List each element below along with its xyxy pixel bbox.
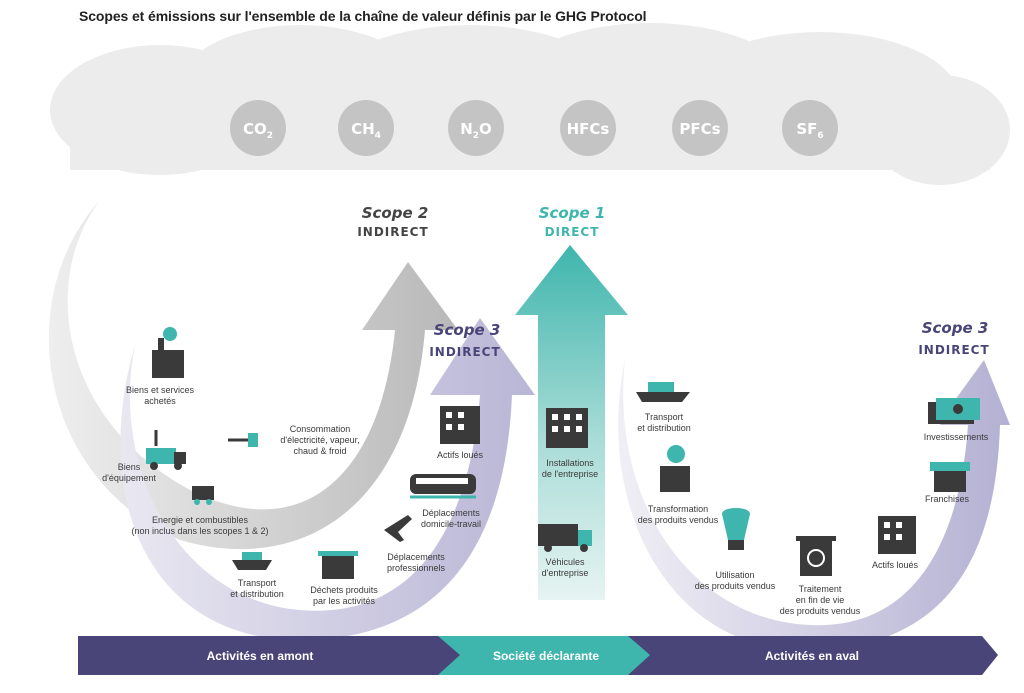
crane-truck-icon — [146, 430, 186, 470]
label-biens-equipement: Biens d'équipement — [102, 462, 156, 483]
rented-building-icon — [878, 516, 916, 554]
label-traitement: Traitement en fin de vie des produits ve… — [779, 584, 861, 616]
gas-0: CO2 — [230, 100, 286, 156]
band-company — [438, 636, 652, 675]
label-transport-downstream: Transport et distribution — [637, 412, 691, 433]
label-deplacements-domicile: Déplacements domicile-travail — [420, 508, 482, 529]
light-bulb-icon — [722, 508, 750, 550]
scope2-type: INDIRECT — [357, 225, 428, 239]
delivery-truck-icon — [538, 524, 592, 552]
money-icon — [928, 398, 980, 424]
gas-circle — [338, 100, 394, 156]
recycle-bin-icon — [796, 536, 836, 576]
factory-downstream-icon — [660, 445, 690, 492]
gas-1: CH4 — [338, 100, 394, 156]
dumpster-icon — [318, 551, 358, 579]
band-company-label: Société déclarante — [493, 649, 599, 663]
label-utilisation: Utilisation des produits vendus — [694, 570, 776, 591]
mine-cart-icon — [192, 486, 214, 505]
label-transport-upstream: Transport et distribution — [230, 578, 284, 599]
label-installations: Installations de l'entreprise — [541, 458, 599, 479]
band-downstream — [628, 636, 998, 675]
gas-label: N2O — [460, 120, 492, 141]
label-transformation: Transformation des produits vendus — [637, 504, 719, 525]
label-investissements: Investissements — [923, 432, 989, 442]
gas-3: HFCs — [560, 100, 616, 156]
gas-label: SF6 — [796, 120, 823, 141]
storefront-icon — [930, 462, 970, 492]
cargo-ship-icon — [232, 552, 272, 570]
gas-label: CH4 — [351, 120, 381, 141]
scope2-name: Scope 2 — [362, 204, 429, 222]
gas-circle — [672, 100, 728, 156]
building-icon — [440, 406, 480, 444]
cloud-band — [50, 23, 1010, 185]
scope3-downstream-type: INDIRECT — [918, 343, 989, 357]
scope3-downstream-arc — [618, 360, 1010, 650]
scope3-upstream-type: INDIRECT — [429, 345, 500, 359]
airplane-icon — [384, 515, 412, 542]
band-upstream — [78, 636, 462, 675]
label-actifs-loues-upstream: Actifs loués — [436, 450, 484, 460]
train-icon — [410, 474, 476, 499]
label-vehicules: Véhicules d'entreprise — [541, 557, 589, 578]
label-deplacements-pro: Déplacements professionnels — [386, 552, 446, 573]
plug-icon — [228, 433, 258, 447]
cargo-ship-downstream-icon — [636, 382, 690, 402]
label-energie: Energie et combustibles (non inclus dans… — [131, 515, 269, 536]
scope2-arc — [48, 200, 458, 550]
gas-circle — [560, 100, 616, 156]
scope3-upstream-name: Scope 3 — [434, 321, 501, 339]
label-biens-services: Biens et services achetés — [125, 385, 195, 406]
gas-label: HFCs — [567, 120, 610, 138]
label-franchises: Franchises — [924, 494, 969, 504]
gas-5: SF6 — [782, 100, 838, 156]
label-actifs-loues-downstream: Actifs loués — [871, 560, 919, 570]
scope3-downstream-name: Scope 3 — [922, 319, 989, 337]
band-downstream-label: Activités en aval — [765, 649, 859, 663]
factory-icon — [152, 327, 184, 378]
band-upstream-label: Activités en amont — [207, 649, 314, 663]
scope3-upstream-arc — [120, 318, 535, 640]
label-dechets: Déchets produits par les activités — [310, 585, 378, 606]
gas-2: N2O — [448, 100, 504, 156]
gas-circle — [230, 100, 286, 156]
office-building-icon — [546, 408, 588, 448]
gas-label: PFCs — [679, 120, 720, 138]
gas-label: CO2 — [243, 120, 273, 141]
gas-circle — [448, 100, 504, 156]
scope1-type: DIRECT — [545, 225, 600, 239]
gas-4: PFCs — [672, 100, 728, 156]
scope1-name: Scope 1 — [539, 204, 606, 222]
page-title: Scopes et émissions sur l'ensemble de la… — [79, 8, 647, 24]
label-electricite: Consommation d'électricité, vapeur, chau… — [280, 424, 360, 456]
activity-band: Activités en amont Société déclarante Ac… — [78, 636, 998, 675]
gas-circle — [782, 100, 838, 156]
